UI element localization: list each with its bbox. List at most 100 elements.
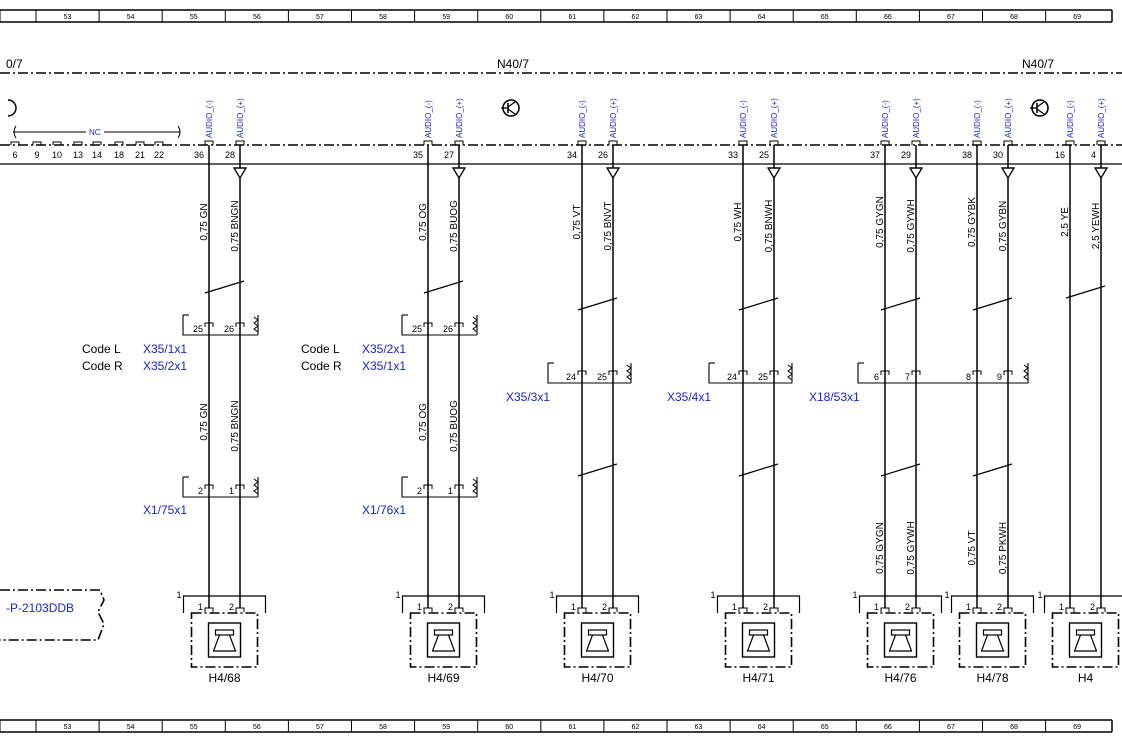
module-name-right: N40/7 [1022,57,1054,71]
speaker-icon [975,622,1010,658]
twisted-pair-marker [423,280,464,294]
twisted-pair-marker [577,297,618,311]
wire-label: 0,75 GYWH [906,521,917,574]
pin-number: 35 [413,150,423,160]
ruler-number: 54 [127,14,135,21]
wire-label: 2,5 YEWH [1091,203,1102,250]
wire-label: 0,75 VT [572,204,583,239]
ruler-number: 56 [253,14,261,21]
speaker-pin-number: 2 [905,602,910,612]
shield-icon [1093,167,1109,180]
ruler-number: 57 [316,14,324,21]
pin-number: 33 [728,150,738,160]
signal-label: AUDIO_(+) [455,98,464,138]
nc-bracket: NC [13,125,181,139]
wire-label: 0,75 GYGN [875,522,886,574]
pin-number: 25 [759,150,769,160]
connector-label: X35/3x1 [506,390,550,404]
wire-label: 0,75 BNVT [603,202,614,251]
twisted-pair-marker [204,280,245,294]
connector-label: X18/53x1 [809,390,860,404]
ruler-number: 61 [568,14,576,21]
twisted-pair-marker [577,463,618,477]
speaker-icon [207,622,242,658]
pin-one-label: 1 [1037,590,1042,600]
module-left-label: 0/7 [6,57,23,71]
nc-label: NC [89,128,101,137]
ruler-number: 69 [1073,724,1081,731]
connector-pin-number: 26 [443,324,453,334]
pin-number: 37 [870,150,880,160]
pin-number: 26 [598,150,608,160]
ruler-number: 61 [568,724,576,731]
twisted-pair-marker [880,463,921,477]
ruler-number: 53 [64,14,72,21]
speaker-icon [741,622,776,658]
signal-label: AUDIO_(+) [770,98,779,138]
connector-pin-number: 25 [193,324,203,334]
transistor-icon [501,99,520,117]
left-pin-number: 13 [73,150,83,160]
speaker-pin-number: 1 [198,602,203,612]
wire-label: 0,75 GYBN [998,201,1009,252]
code-r-label: Code R [82,359,123,373]
speaker-id: H4/70 [581,671,613,685]
ruler-number: 60 [505,14,513,21]
code-r-label: Code R [301,359,342,373]
wire-label: 0,75 BNGN [230,200,241,251]
speaker-pin-number: 1 [1059,602,1064,612]
left-pin-number: 21 [135,150,145,160]
ruler-number: 63 [695,724,703,731]
signal-label: AUDIO_(+) [609,98,618,138]
speaker-pin-number: 2 [1090,602,1095,612]
signal-label: AUDIO_(-) [424,100,433,138]
wire-label: 0,75 VT [967,530,978,565]
code-block-1: Code L X35/1x1 Code R X35/2x1 [82,342,187,373]
speaker-housing [866,612,935,668]
speaker-pin-number: 2 [229,602,234,612]
speaker-icon [580,622,615,658]
signal-label: AUDIO_(+) [912,98,921,138]
ruler-number: 68 [1010,14,1018,21]
speaker-pin-number: 2 [763,602,768,612]
ruler-number: 54 [127,724,135,731]
shield-icon [908,167,924,180]
pin-number: 28 [225,150,235,160]
connector-label: X35/4x1 [667,390,711,404]
wire-label: 0,75 BNWH [764,200,775,253]
speaker-id: H4/78 [976,671,1008,685]
speaker-housing [958,612,1027,668]
speaker-housing [563,612,632,668]
pin-one-label: 1 [395,590,400,600]
left-amplifier-module: -P-2103DDB [0,589,105,641]
ruler-number: 62 [632,724,640,731]
ruler-number: 67 [947,14,955,21]
wire-label: 2,5 YE [1060,207,1071,237]
ruler-number: 56 [253,724,261,731]
connector-label: X1/75x1 [143,503,187,517]
speaker-housing [409,612,478,668]
module-name-center: N40/7 [497,57,529,71]
twisted-pair-marker [972,463,1013,477]
inline-connector [401,315,477,336]
inline-connector [401,477,477,498]
speaker-pin-number: 2 [448,602,453,612]
wire-label: 0,75 PKWH [998,522,1009,574]
connector-pin-number: 1 [448,486,453,496]
connector-pin-number: 6 [874,372,879,382]
pin-one-label: 1 [176,590,181,600]
left-pin-number: 10 [52,150,62,160]
code-block-2: Code L X35/2x1 Code R X35/1x1 [301,342,406,373]
ruler-number: 66 [884,724,892,731]
ruler-number: 65 [821,724,829,731]
wire-label: 0,75 GYWH [906,199,917,252]
ruler-number: 55 [190,14,198,21]
inline-connector [182,477,258,498]
speaker-icon [426,622,461,658]
